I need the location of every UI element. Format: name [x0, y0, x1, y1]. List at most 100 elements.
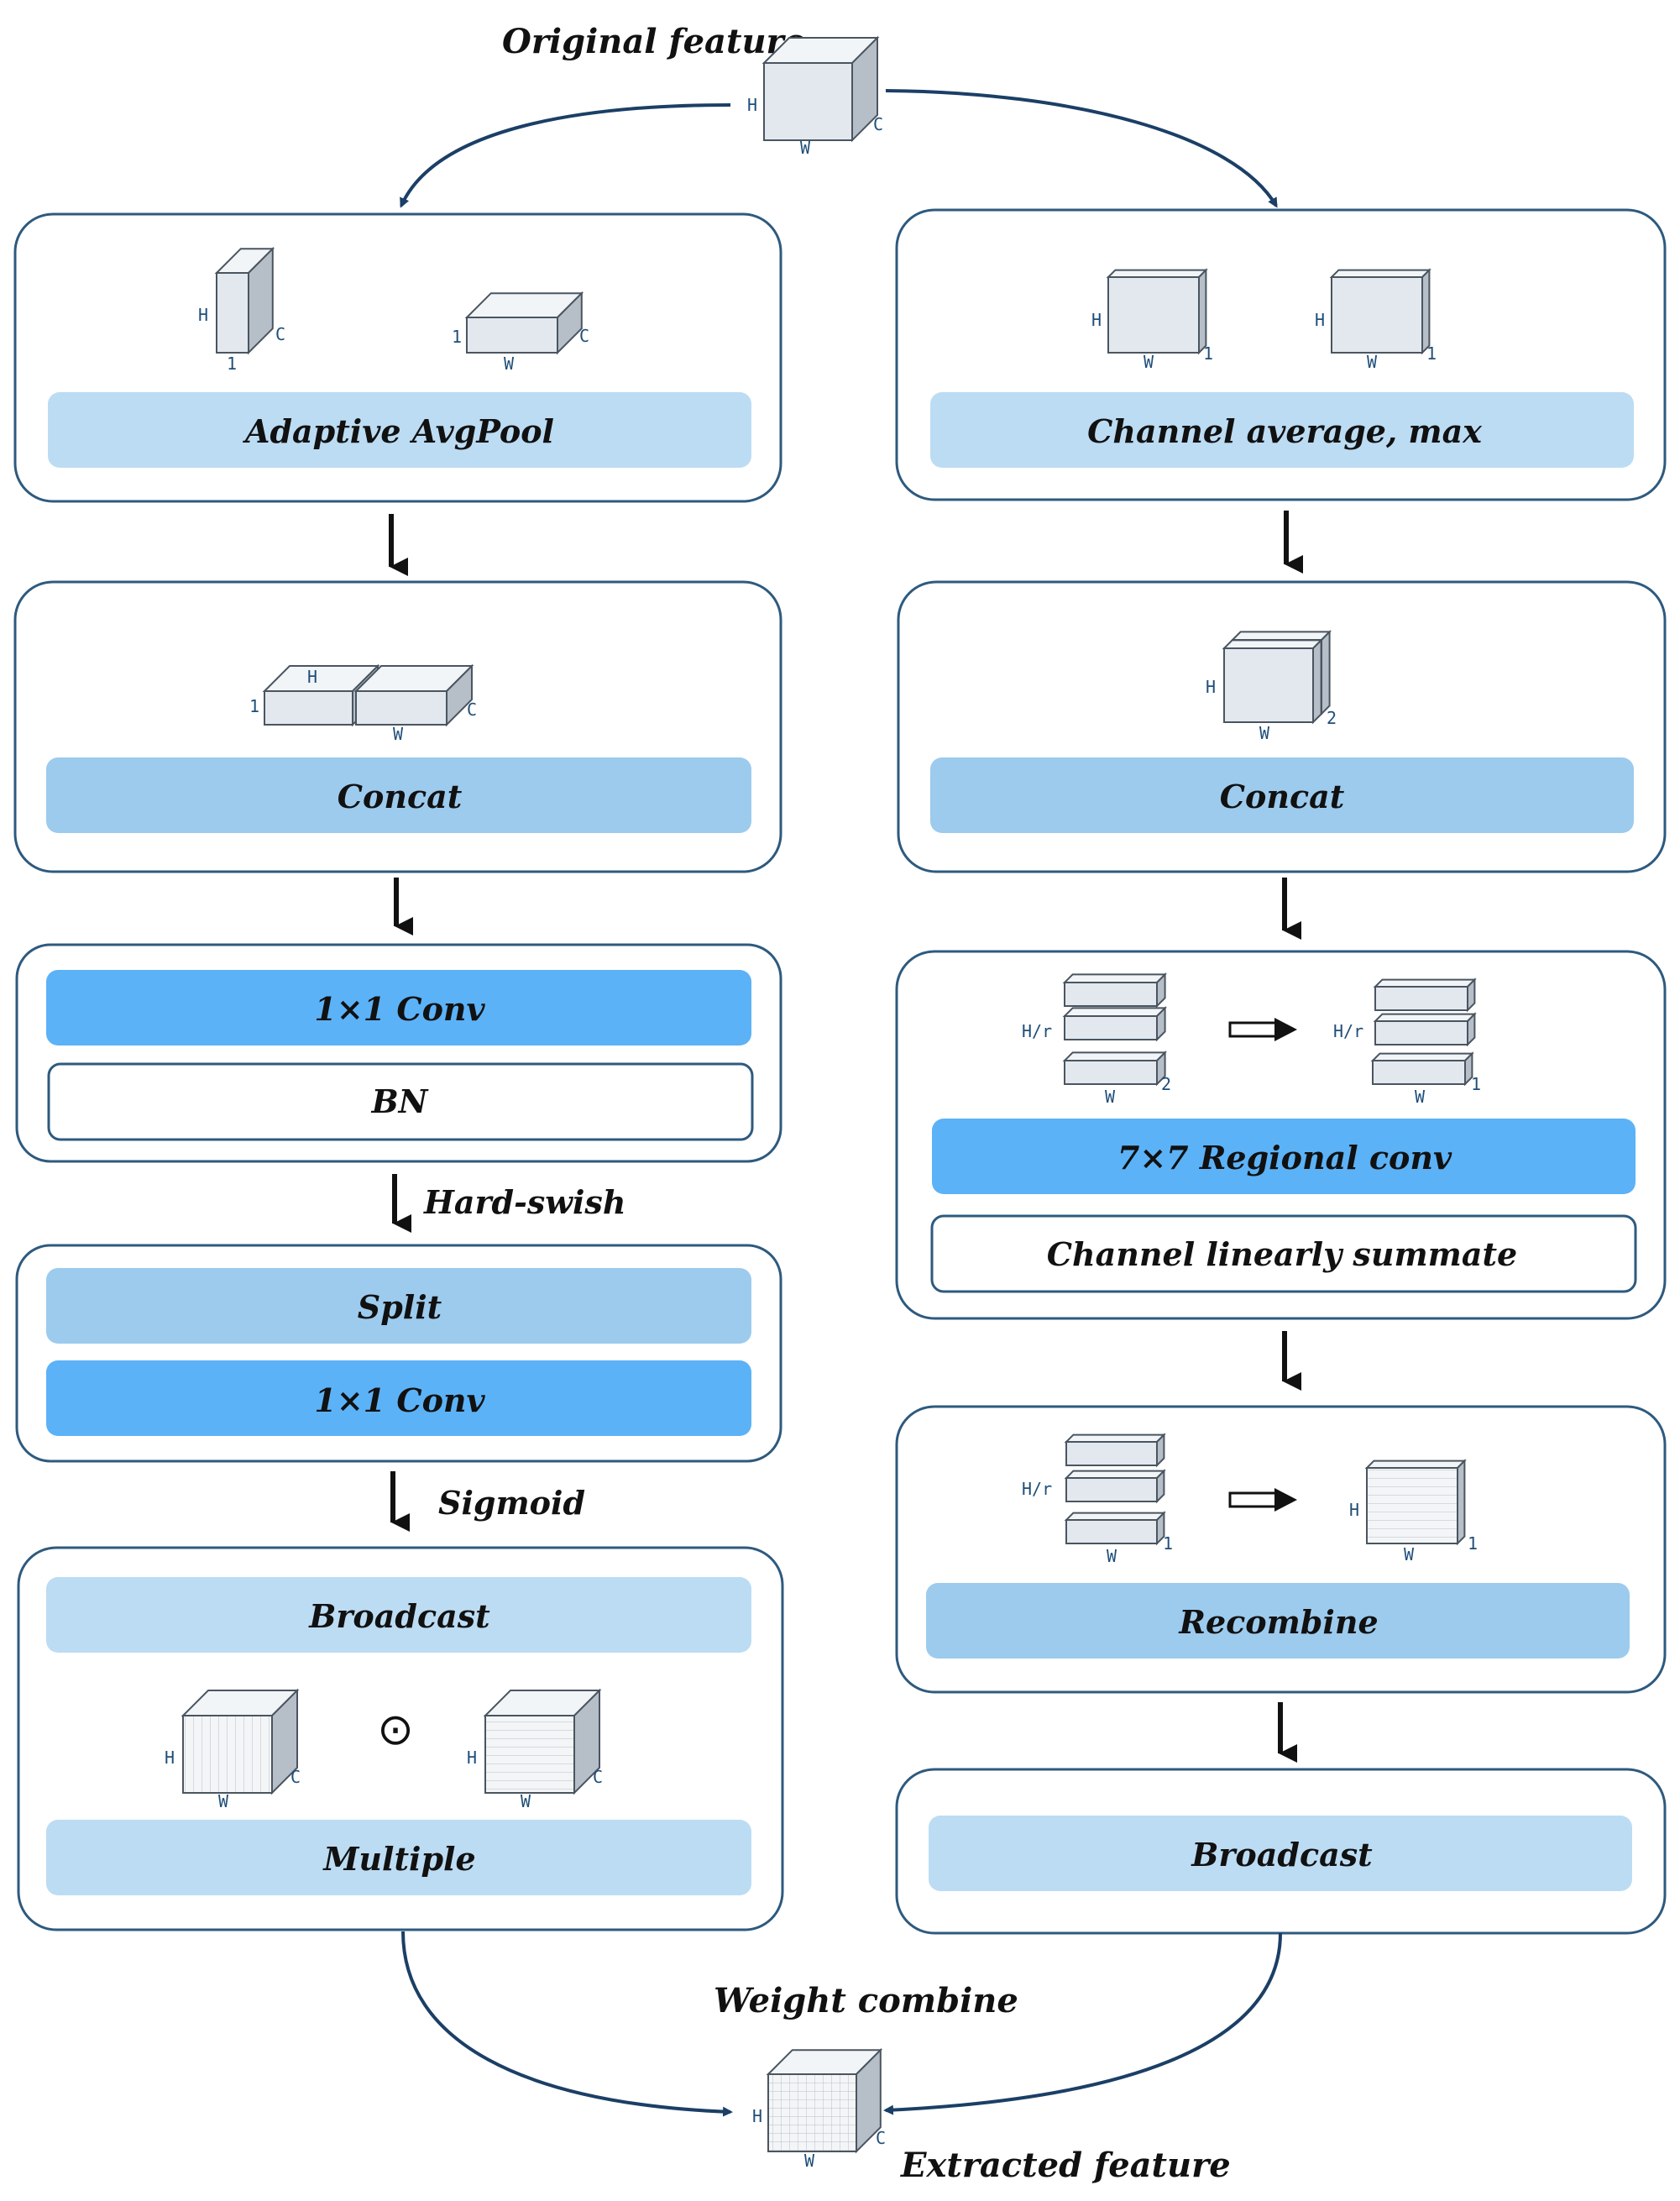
cube-front-face [1065, 1441, 1158, 1466]
flow-arrow [401, 1931, 733, 2117]
conv2-bar [46, 1360, 751, 1436]
linear-summate-label: Channel linearly summate [1047, 1235, 1517, 1273]
dim-label: W [1259, 723, 1270, 743]
cube-front-face [1223, 647, 1314, 723]
cube-front-face [1064, 1015, 1158, 1040]
channel-avg-max-label: Channel average, max [1087, 412, 1483, 450]
cube-top-face [1064, 1433, 1166, 1443]
cube-top-face [1062, 1007, 1168, 1017]
cube-front-face [763, 62, 853, 141]
left-broadcast-bar [46, 1577, 751, 1653]
flow-arrow [885, 89, 1278, 208]
adaptive-avgpool-label: Adaptive AvgPool [243, 412, 554, 450]
dim-label: W [804, 2151, 815, 2171]
dim-label: W [521, 1791, 531, 1811]
dim-label: C [593, 1767, 603, 1787]
stacked-slabs-two-channel [1062, 972, 1168, 1087]
dim-label: W [218, 1791, 229, 1811]
dim-label: H/r [1333, 1021, 1363, 1041]
multiple-label: Multiple [322, 1840, 475, 1878]
dim-label: W [1415, 1087, 1426, 1107]
cube-front-face [1372, 1060, 1466, 1085]
concat-cube-b [353, 663, 474, 727]
slab [1373, 1012, 1477, 1047]
slab [1062, 1050, 1168, 1087]
cube-front-face [1065, 1477, 1158, 1502]
right-broadcast-label: Broadcast [1191, 1836, 1373, 1873]
conv2-label: 1×1 Conv [314, 1381, 485, 1419]
elementwise-multiply-icon: ⊙ [377, 1705, 414, 1755]
extracted-feature-cube [766, 2047, 883, 2154]
cube-top-face [1064, 1470, 1166, 1479]
slab [1373, 977, 1477, 1013]
dim-label: W [1105, 1087, 1116, 1107]
regional-conv-label: 7×7 Regional conv [1117, 1139, 1452, 1176]
dim-label: 1 [1426, 343, 1437, 364]
pooled-h-cube [214, 246, 275, 355]
cube-top-face [1370, 1052, 1474, 1061]
cube-top-face [1364, 1459, 1467, 1469]
dim-label: H [1315, 310, 1325, 330]
slab [1064, 1433, 1166, 1468]
dim-label: H [752, 2106, 762, 2126]
dim-label: C [467, 700, 477, 720]
conv1-label: 1×1 Conv [314, 990, 485, 1028]
recombine-label: Recombine [1178, 1603, 1378, 1641]
transform-arrow-icon [1228, 1018, 1297, 1041]
stacked-slabs-one-channel [1064, 1433, 1166, 1546]
dim-label: W [800, 138, 811, 158]
dim-label: C [275, 324, 285, 344]
slab [1062, 972, 1168, 1009]
dim-label: C [873, 114, 883, 134]
right-concat-label: Concat [1220, 778, 1345, 815]
cube-front-face [1064, 1060, 1158, 1085]
cube-front-face [355, 690, 447, 726]
cube-top-face [1373, 978, 1477, 988]
dim-label: C [876, 2128, 886, 2148]
recombined-cube [1364, 1459, 1467, 1546]
cube-front-face [182, 1715, 273, 1794]
dim-label: 1 [227, 354, 237, 374]
cube-top-face [1329, 269, 1431, 278]
dim-label: H [1091, 310, 1102, 330]
cube-front-face [264, 690, 353, 726]
right-concat-bar [930, 757, 1634, 833]
channel-max-cube [1329, 268, 1431, 355]
dim-label: H [467, 1748, 477, 1768]
split-label: Split [358, 1288, 442, 1326]
dim-label: H [1349, 1500, 1359, 1520]
cube-front-face [1064, 982, 1158, 1007]
dim-label: W [393, 724, 404, 744]
regional-conv-bar [932, 1119, 1636, 1194]
cube-front-face [466, 317, 558, 354]
cube-side-face [1457, 1459, 1466, 1546]
transform-arrow-icon [1228, 1488, 1297, 1512]
cube-front-face [1374, 1020, 1468, 1045]
flow-arrow [400, 103, 731, 208]
original-feature-label: Original feature [502, 22, 805, 61]
dim-label: H [1206, 677, 1216, 697]
cube-front-face [1065, 1519, 1158, 1544]
dim-label: 1 [452, 327, 462, 347]
left-broadcast-label: Broadcast [308, 1597, 490, 1635]
dim-label: W [1367, 352, 1378, 372]
dim-label: W [504, 354, 515, 374]
dim-label: 2 [1327, 708, 1337, 728]
dim-label: W [1404, 1544, 1415, 1564]
dim-label: 1 [1471, 1074, 1481, 1094]
cube-front-face [767, 2073, 857, 2152]
dim-label: 2 [1161, 1074, 1171, 1094]
flow-arrow [883, 1932, 1282, 2115]
dim-label: H [747, 95, 757, 115]
cube-side-face [1312, 637, 1322, 725]
conv1-bar [46, 970, 751, 1045]
cube-side-face [1198, 268, 1207, 355]
dim-label: H/r [1022, 1479, 1052, 1499]
pooled-w-cube [464, 291, 584, 355]
dim-label: C [579, 326, 589, 346]
cube-front-face [1331, 276, 1423, 354]
sigmoid-label: Sigmoid [438, 1484, 585, 1522]
dim-label: H [198, 305, 208, 325]
dim-label: 1 [1163, 1533, 1173, 1554]
